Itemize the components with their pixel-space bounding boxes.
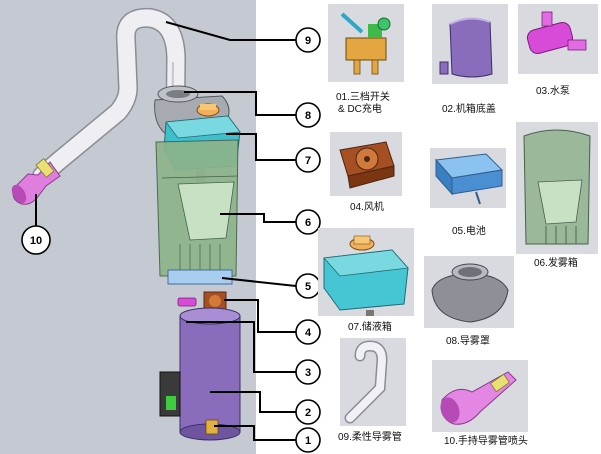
part-08-caption: 08.导雾罩	[446, 336, 490, 347]
callout-1	[295, 427, 321, 453]
callout-2	[295, 399, 321, 425]
part-02-caption: 02.机箱底盖	[442, 104, 496, 115]
callout-7	[295, 147, 321, 173]
callout-5-label: 5	[305, 281, 311, 293]
mist-cover-icon	[431, 263, 509, 323]
part-01-thumbnail	[328, 4, 404, 82]
part-01-caption-line1: 01.三档开关	[336, 92, 390, 103]
part-06-thumbnail	[516, 122, 598, 254]
callout-4	[295, 319, 321, 345]
fan-icon	[339, 141, 395, 189]
mist-box-assembly-part	[155, 139, 239, 277]
base-cover-icon	[439, 17, 493, 78]
pump-assembly-part	[177, 297, 197, 307]
callout-3	[295, 359, 321, 385]
nozzle-assembly-part	[11, 158, 61, 205]
callout-2-label: 2	[305, 407, 311, 419]
callout-4-label: 4	[305, 327, 312, 339]
part-10-thumbnail	[432, 360, 528, 432]
callout-7-label: 7	[305, 155, 311, 167]
callout-9-label: 9	[305, 35, 311, 47]
callout-1-label: 1	[305, 435, 311, 447]
switch-icon	[340, 12, 391, 75]
callout-9	[295, 27, 321, 53]
callout-6-label: 6	[305, 217, 311, 229]
nozzle-icon	[440, 371, 517, 425]
pump-icon	[526, 11, 587, 54]
part-03-caption: 03.水泵	[536, 86, 570, 97]
callout-3-label: 3	[305, 367, 311, 379]
leader-lines	[35, 21, 297, 441]
part-07-caption: 07.储液箱	[348, 322, 392, 333]
tank-icon	[323, 235, 409, 316]
part-10-caption: 10.手持导雾管喷头	[444, 436, 528, 447]
callout-10	[21, 225, 51, 255]
part-01-caption: 01.三档开关 & DC充电	[336, 92, 390, 116]
battery-assembly-part	[167, 269, 233, 285]
part-01-caption-line2: & DC充电	[338, 104, 382, 115]
part-05-thumbnail	[430, 148, 506, 208]
callout-numbers: 9 8 7 6 5 4 3 2 1 10	[30, 35, 312, 447]
switch-assembly-part	[159, 371, 219, 435]
callout-10-label: 10	[30, 235, 42, 247]
part-09-caption: 09.柔性导雾管	[338, 432, 402, 443]
callout-6	[295, 209, 321, 235]
part-04-thumbnail	[330, 132, 402, 196]
part-06-caption: 06.发雾箱	[534, 258, 578, 269]
part-04-caption: 04.风机	[350, 202, 384, 213]
fan-assembly-part	[203, 291, 227, 311]
hose-icon	[344, 340, 388, 424]
callout-circles	[21, 27, 321, 453]
part-07-thumbnail	[318, 228, 414, 316]
callout-8	[295, 102, 321, 128]
part-05-caption: 05.电池	[452, 226, 486, 237]
battery-icon	[434, 153, 504, 205]
callout-8-label: 8	[305, 110, 311, 122]
part-02-thumbnail	[432, 4, 508, 84]
part-03-thumbnail	[518, 4, 598, 74]
mist-box-icon	[523, 129, 591, 245]
part-08-thumbnail	[424, 256, 514, 328]
part-09-thumbnail	[340, 338, 406, 426]
